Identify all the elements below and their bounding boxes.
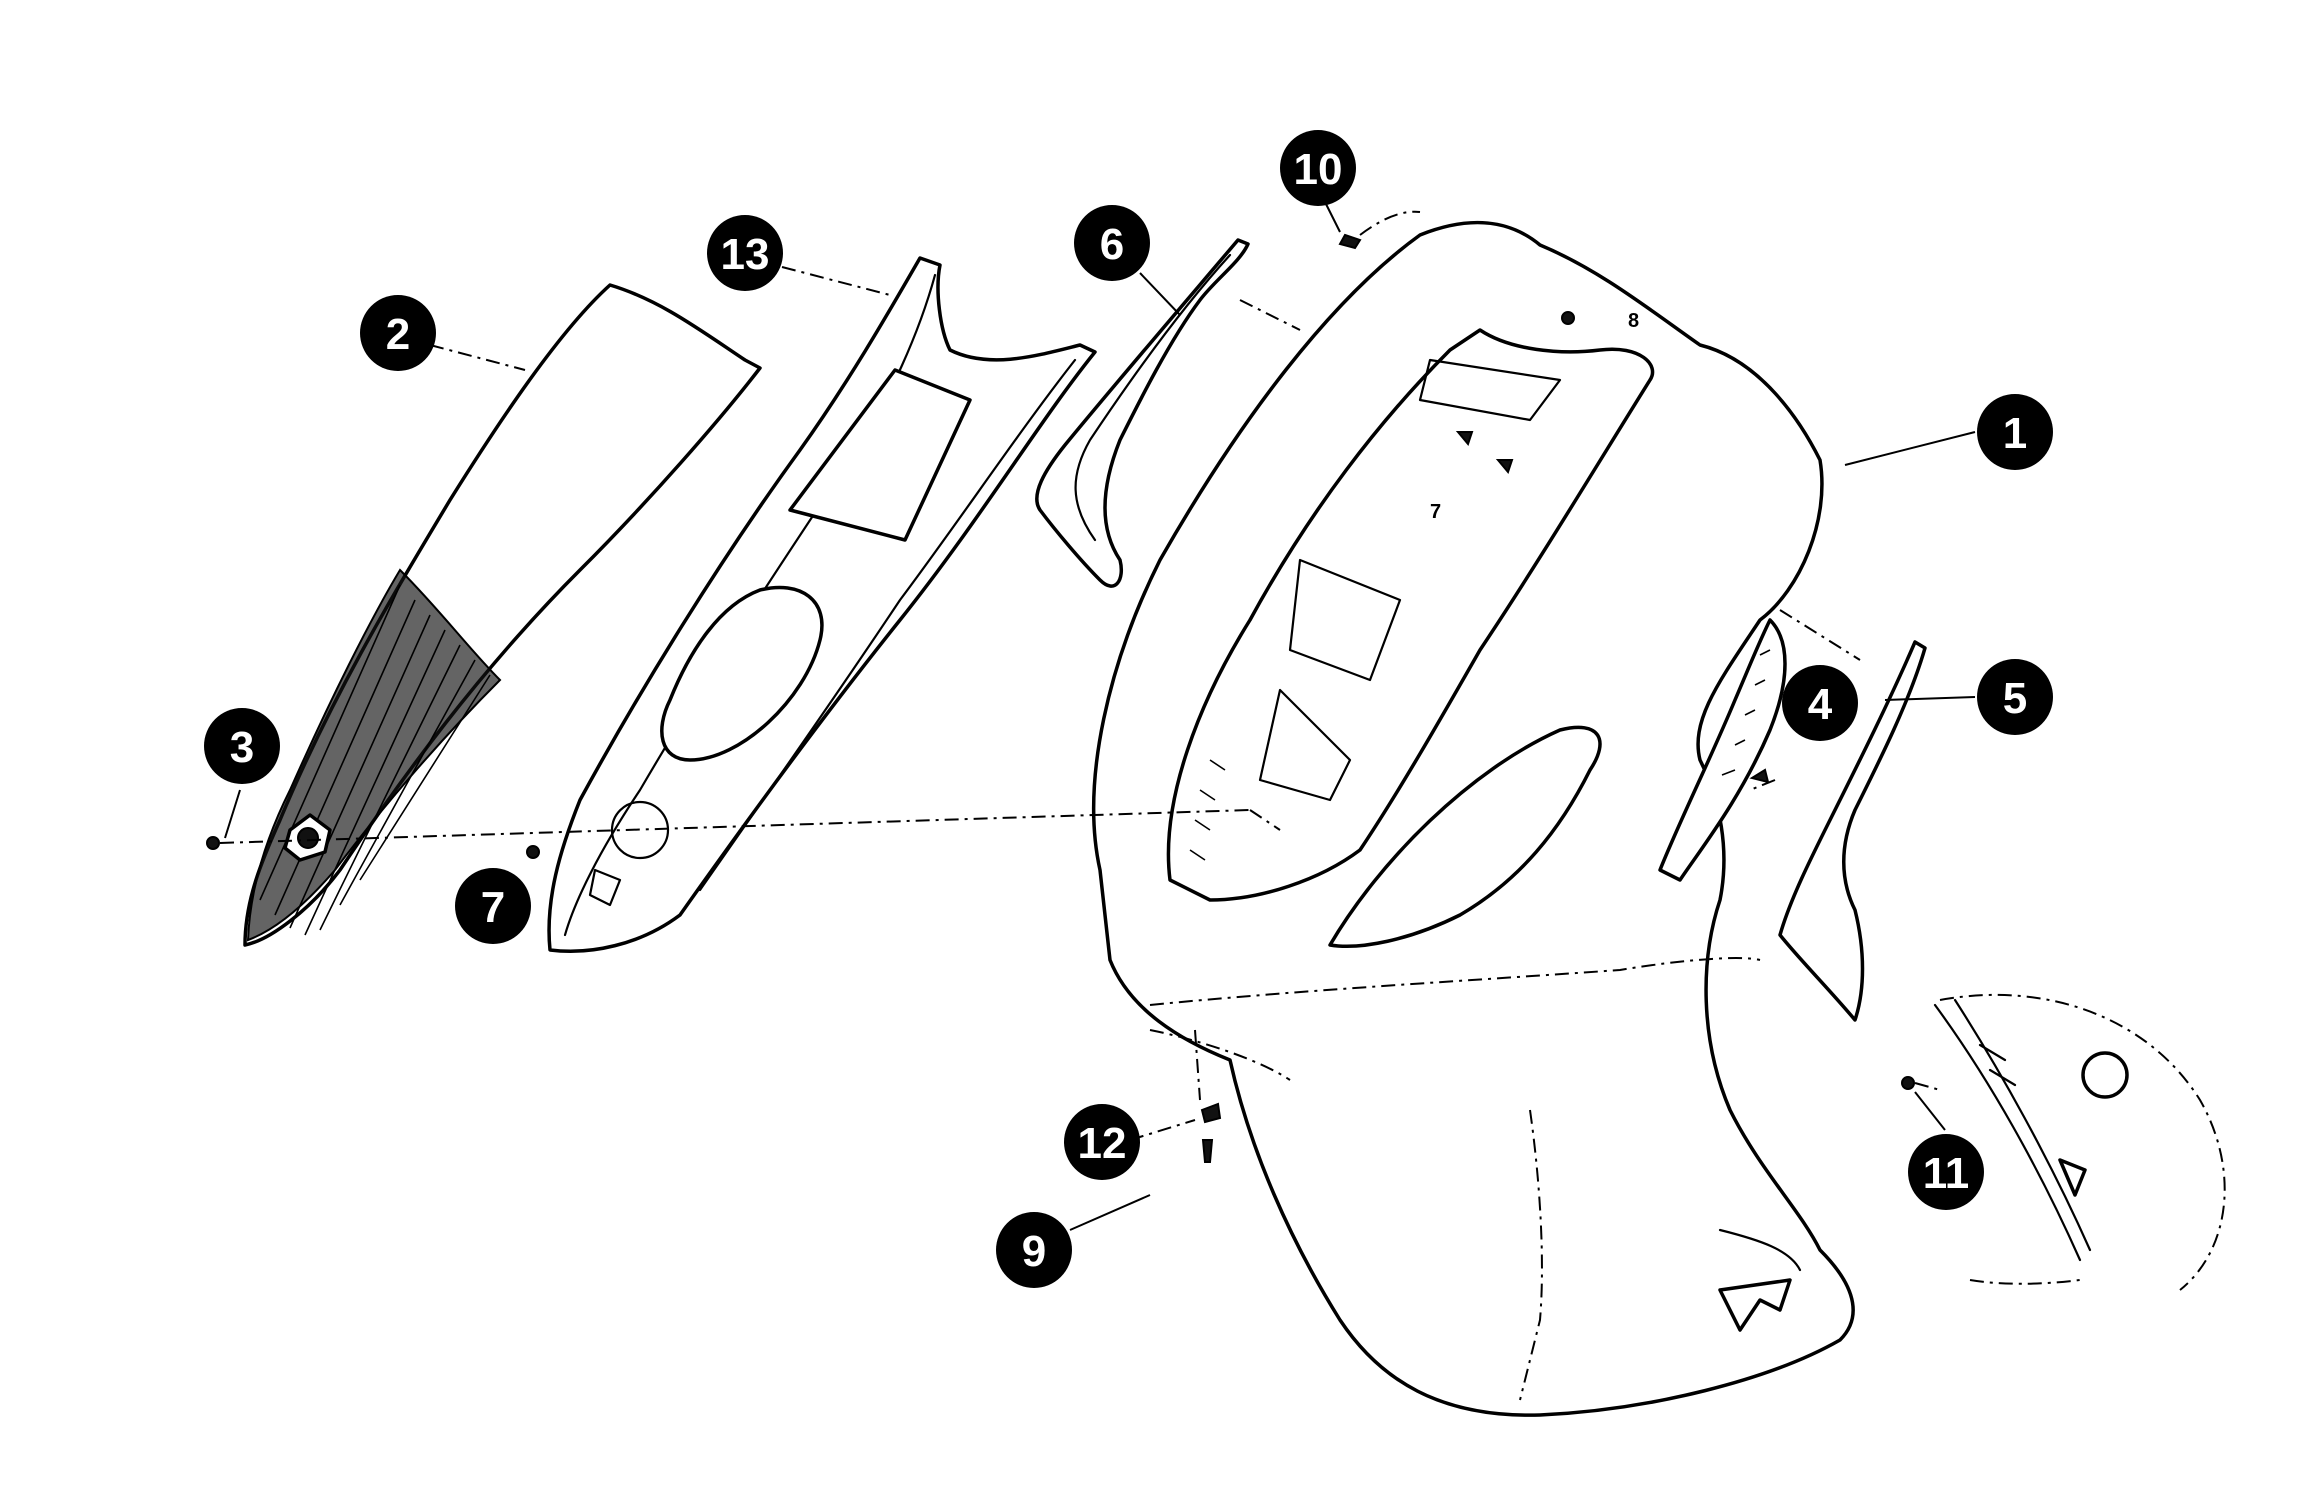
screw-8-label: 8 (1628, 310, 1639, 332)
clip-4 (1749, 768, 1770, 784)
svg-text:12: 12 (1078, 1119, 1127, 1168)
callout-6: 6 (1074, 205, 1150, 281)
callout-13: 13 (707, 215, 783, 291)
screw-8: 8 (1561, 310, 1639, 332)
front-cover-part-2 (243, 283, 762, 947)
callout-12: 12 (1064, 1104, 1140, 1180)
svg-text:3: 3 (230, 723, 254, 772)
inner-panel-part-13 (547, 256, 1097, 953)
callout-2: 2 (360, 295, 436, 371)
inset-detail (1933, 993, 2226, 1291)
screw-7 (526, 845, 540, 859)
svg-text:7: 7 (481, 883, 505, 932)
svg-text:11: 11 (1923, 1149, 1970, 1198)
callout-3: 3 (204, 708, 280, 784)
right-trim-part-5 (1778, 640, 1927, 1022)
callout-4: 4 (1782, 665, 1858, 741)
svg-text:6: 6 (1100, 220, 1124, 269)
callout-11: 11 (1908, 1134, 1984, 1210)
svg-text:10: 10 (1294, 145, 1343, 194)
leader-lines (224, 195, 1976, 1231)
svg-text:1: 1 (2003, 409, 2027, 458)
callout-1: 1 (1977, 394, 2053, 470)
svg-text:13: 13 (721, 230, 770, 279)
callout-7: 7 (455, 868, 531, 944)
hardware: 8 7 (206, 233, 1915, 1163)
front-shield-part-1 (1091, 220, 1855, 1417)
callout-5: 5 (1977, 659, 2053, 735)
svg-text:5: 5 (2003, 674, 2027, 723)
svg-text:9: 9 (1022, 1227, 1046, 1276)
screw-7-inner-label: 7 (1430, 501, 1441, 523)
screw-10 (1338, 233, 1362, 250)
callout-10: 10 (1280, 130, 1356, 206)
alignment-lines (219, 210, 1941, 1101)
svg-text:2: 2 (386, 310, 410, 359)
left-trim-part-6 (1035, 238, 1250, 588)
svg-text:4: 4 (1808, 680, 1833, 729)
right-vent-part-4 (1658, 618, 1787, 882)
screw-7-inner: 7 (1430, 431, 1514, 523)
clip-12 (1200, 1102, 1222, 1124)
screw-11 (1901, 1076, 1915, 1090)
callout-9: 9 (996, 1212, 1072, 1288)
screw-3 (206, 836, 220, 850)
screw-9 (1201, 1139, 1214, 1163)
